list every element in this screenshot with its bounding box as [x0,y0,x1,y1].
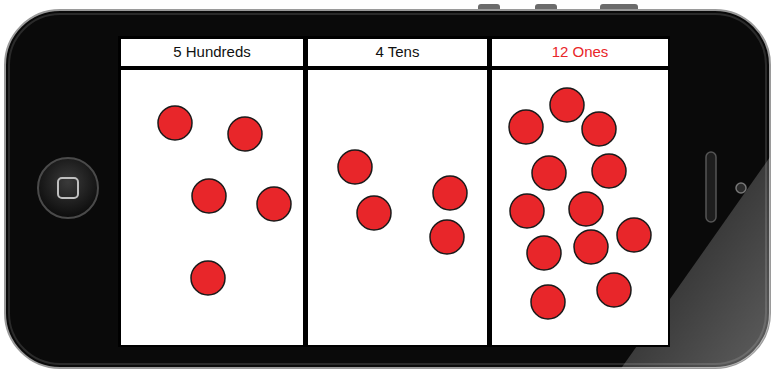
counter-dot [158,106,192,140]
camera-lens [736,183,746,193]
place-value-panel [492,70,668,345]
counter-dot [510,194,544,228]
speaker-slot [706,152,716,222]
counter-dot [509,110,543,144]
phone-bezel [9,14,766,364]
counter-dot [574,230,608,264]
counter-dot [532,156,566,190]
screen-frame [118,36,670,347]
counter-dot [433,176,467,210]
counter-dot [338,150,372,184]
counter-dot [527,236,561,270]
home-button [38,158,98,218]
column-heading: 4 Tens [376,44,420,61]
counter-dot [617,218,651,252]
column-heading: 5 Hundreds [173,44,251,61]
header-box: 12 Ones [492,39,668,66]
counter-dot [192,179,226,213]
counter-dot [228,117,262,151]
counter-dot [191,261,225,295]
place-value-panel [308,70,487,345]
counter-dot [357,196,391,230]
column-heading: 12 Ones [552,44,609,61]
counter-dot [597,273,631,307]
counter-dot [430,220,464,254]
header-box: 5 Hundreds [121,39,303,66]
home-icon [58,178,78,198]
header-box: 4 Tens [308,39,487,66]
phone-body [5,10,770,368]
counter-dot [531,285,565,319]
header-band [121,39,303,66]
header-band [492,39,668,66]
counter-dot [592,154,626,188]
place-value-panel [121,70,303,345]
counter-dot [550,88,584,122]
counter-dot [582,112,616,146]
counter-dot [257,187,291,221]
counter-dot [569,192,603,226]
header-band [308,39,487,66]
